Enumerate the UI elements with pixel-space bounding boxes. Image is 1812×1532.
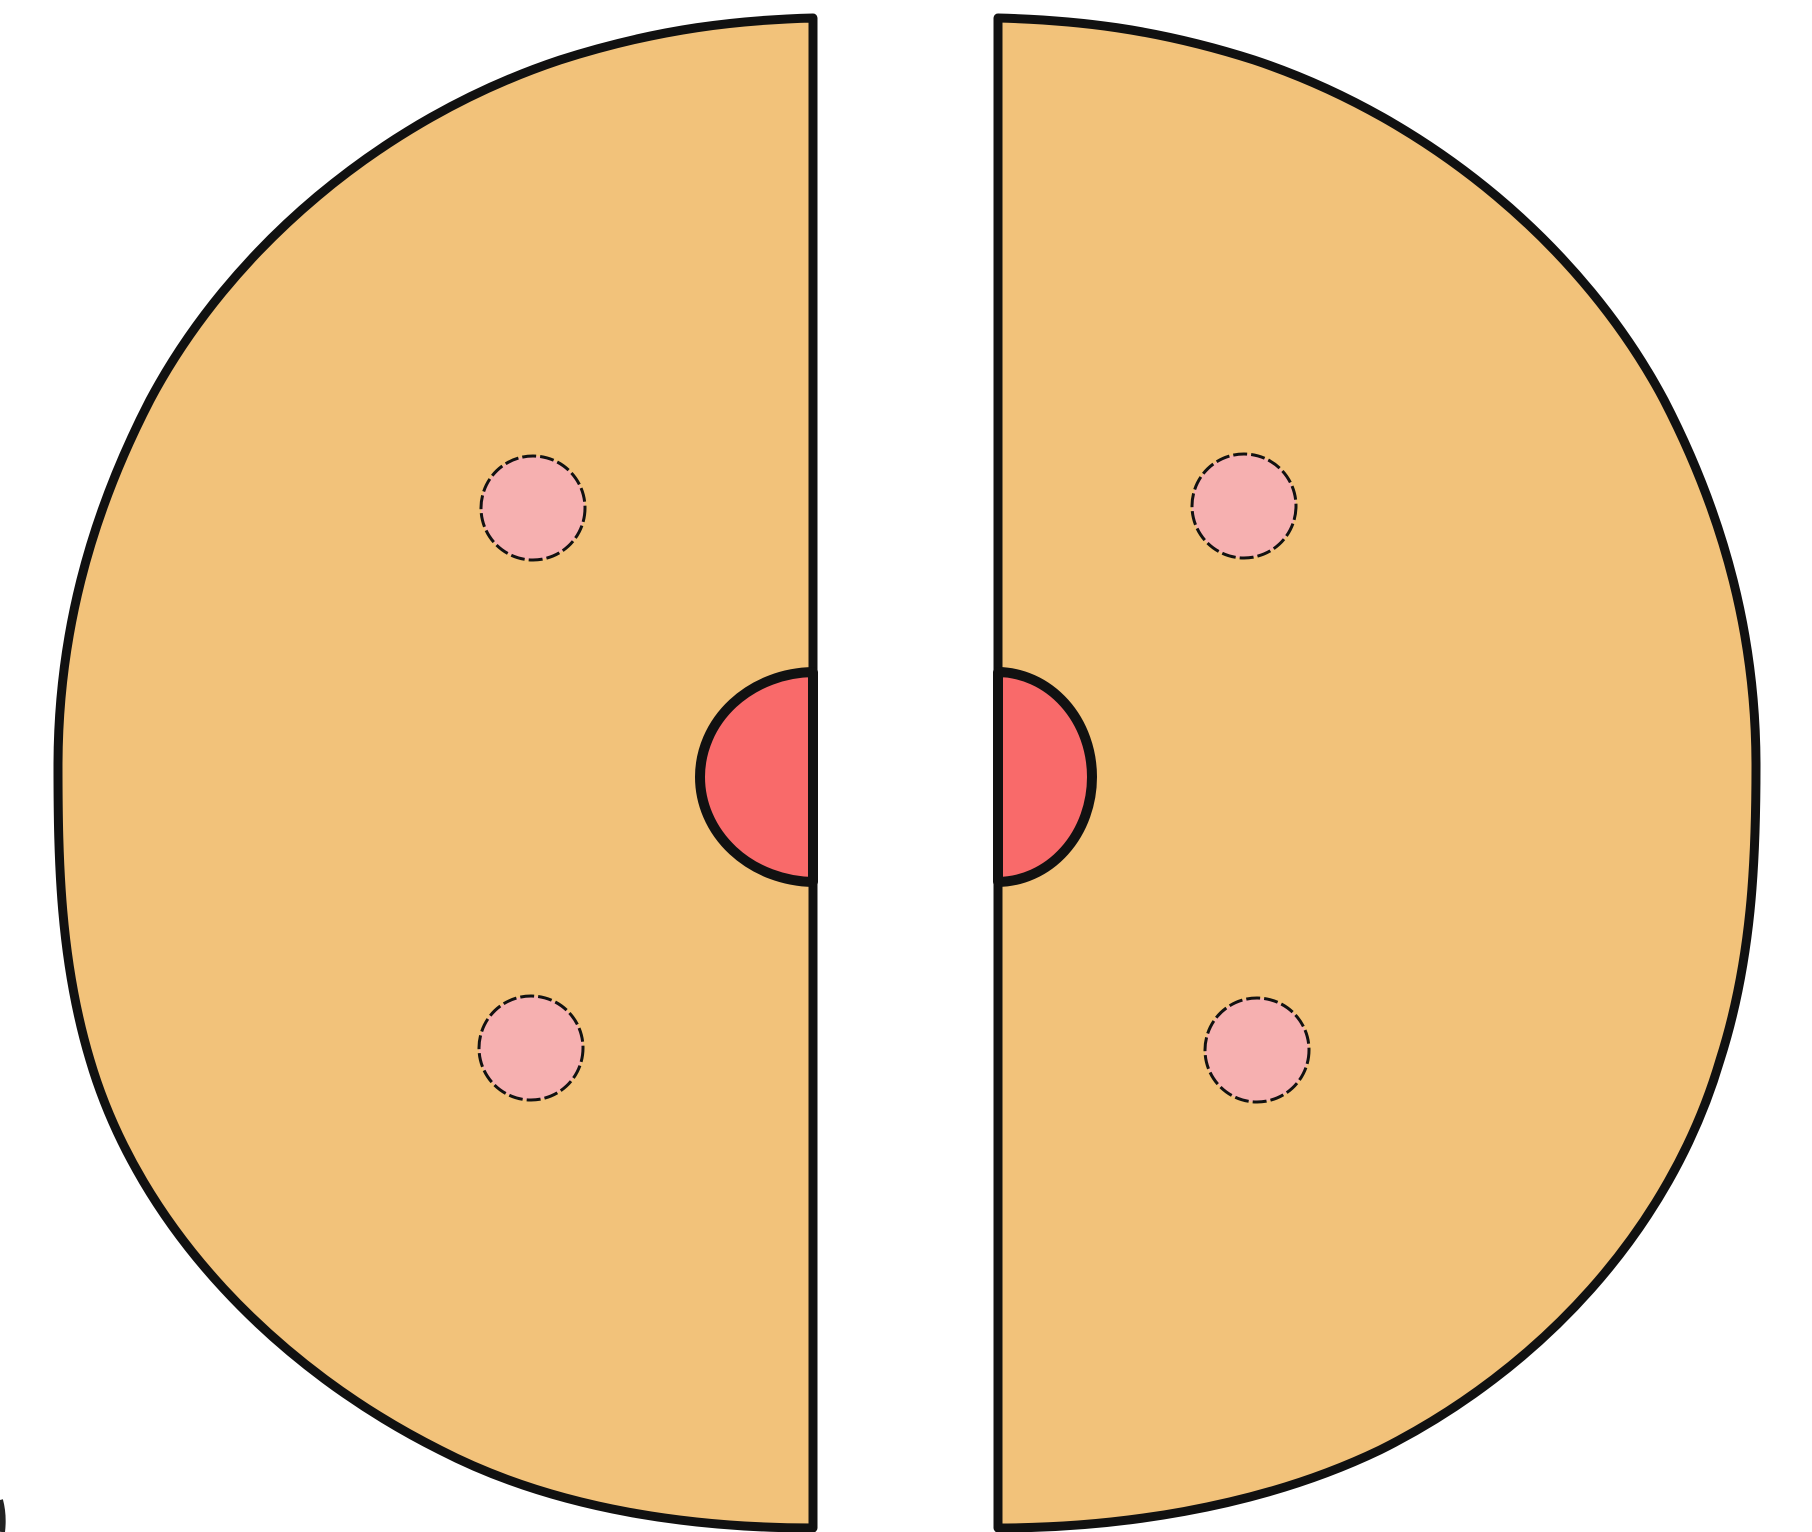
left-lower-small-dot xyxy=(479,996,583,1100)
right-upper-small-dot xyxy=(1192,454,1296,558)
corner-mark xyxy=(0,1500,3,1532)
right-lower-small-dot xyxy=(1205,998,1309,1102)
left-upper-small-dot xyxy=(481,456,585,560)
